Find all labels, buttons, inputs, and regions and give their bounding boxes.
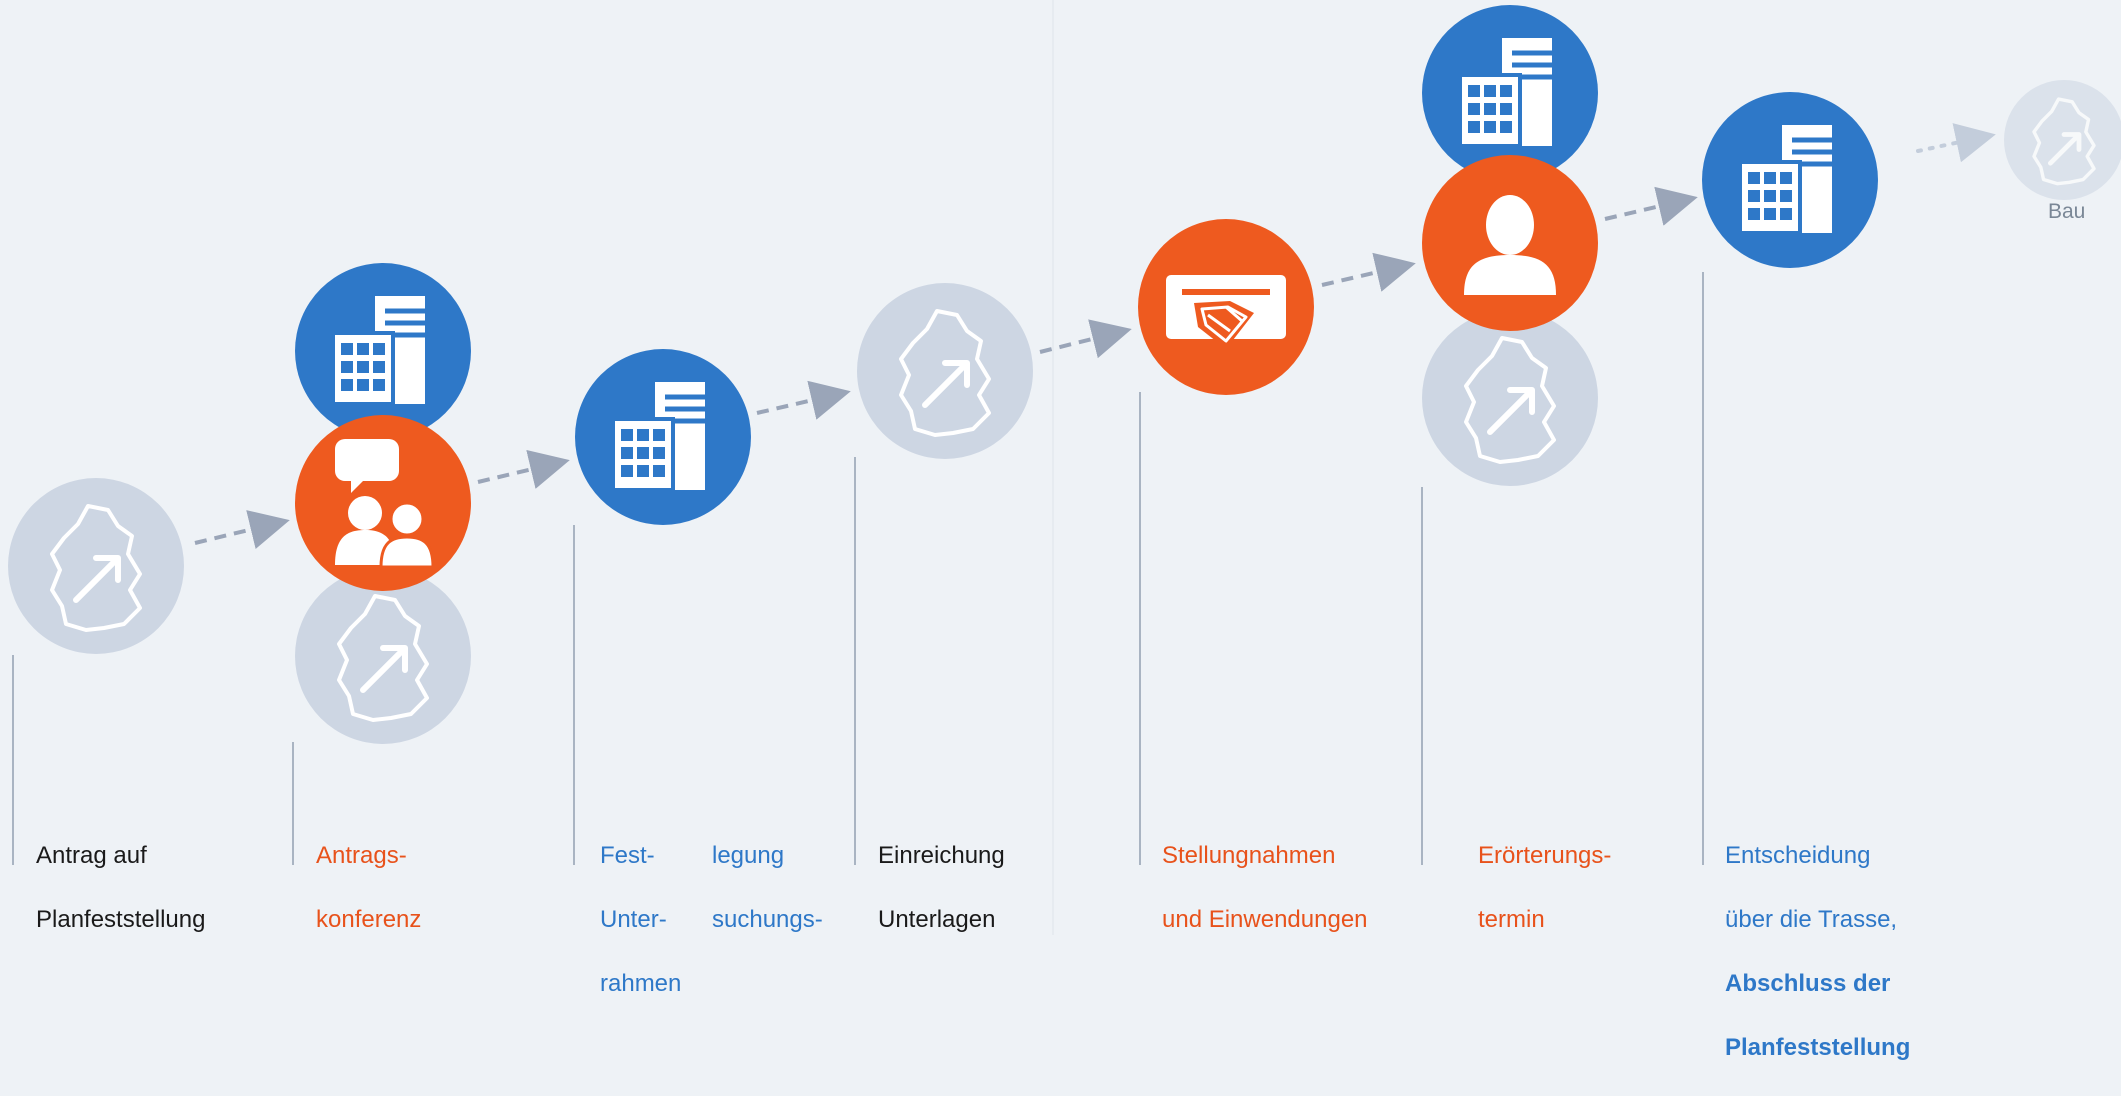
- germany-map-arrow-icon: [337, 594, 429, 722]
- step7-label: Entscheidung über die Trasse, Abschluss …: [1725, 842, 1911, 1061]
- step5-line: [1139, 392, 1141, 865]
- germany-map-arrow-icon: [1464, 336, 1556, 464]
- arrow-2: [477, 449, 570, 489]
- step3-line: [573, 525, 575, 865]
- step6-building-node: [1422, 5, 1598, 181]
- step5-label: Stellungnahmen und Einwendungen: [1162, 842, 1368, 933]
- arrow-6: [1604, 186, 1698, 226]
- final-map-node: [2004, 80, 2121, 200]
- step7-line: [1702, 272, 1704, 865]
- step4-map-node: [857, 283, 1033, 459]
- step4-label: Einreichung Unterlagen: [878, 842, 1005, 933]
- step6-map-node: [1422, 310, 1598, 486]
- step1-label: Antrag auf Planfeststellung: [36, 842, 206, 933]
- step2-line: [292, 742, 294, 865]
- step2-label: Antrags- konferenz: [316, 842, 422, 933]
- planning-process-diagram: Antrag auf Planfeststellung Antrags- kon…: [8, 0, 2121, 1061]
- germany-map-arrow-icon: [2032, 97, 2096, 186]
- step5-envelope-node: [1138, 219, 1314, 395]
- person-icon: [1464, 195, 1556, 295]
- step6-person-node: [1422, 155, 1598, 331]
- step2-map-node: [295, 568, 471, 744]
- germany-map-arrow-icon: [899, 309, 991, 437]
- arrow-5: [1321, 252, 1416, 292]
- connector-arrows: [194, 123, 1996, 549]
- two-people-speech-icon: [335, 439, 435, 569]
- step2-people-node: [295, 415, 471, 591]
- step1-map-node: [8, 478, 184, 654]
- page-fold: [1052, 0, 1054, 935]
- office-building-icon: [1458, 38, 1552, 148]
- office-building-icon: [1738, 125, 1832, 235]
- germany-map-arrow-icon: [50, 504, 142, 632]
- step6-label: Erörterungs- termin: [1478, 842, 1612, 933]
- office-building-icon: [331, 296, 425, 406]
- step6-line: [1421, 487, 1423, 865]
- arrow-7: [1916, 123, 1996, 163]
- step3-label-col2: legung suchungs-: [712, 842, 823, 933]
- arrow-1: [194, 510, 290, 549]
- final-label: Bau: [2048, 200, 2086, 223]
- step3-building-node: [575, 349, 751, 525]
- arrow-4: [1039, 319, 1132, 359]
- step3-label-col1: Fest- Unter- rahmen: [600, 842, 682, 997]
- arrow-3: [756, 380, 851, 420]
- envelope-icon: [1166, 275, 1286, 349]
- step1-line: [12, 655, 14, 865]
- step4-line: [854, 457, 856, 865]
- step2-building-node: [295, 263, 471, 439]
- step7-building-node: [1702, 92, 1878, 268]
- office-building-icon: [611, 382, 705, 492]
